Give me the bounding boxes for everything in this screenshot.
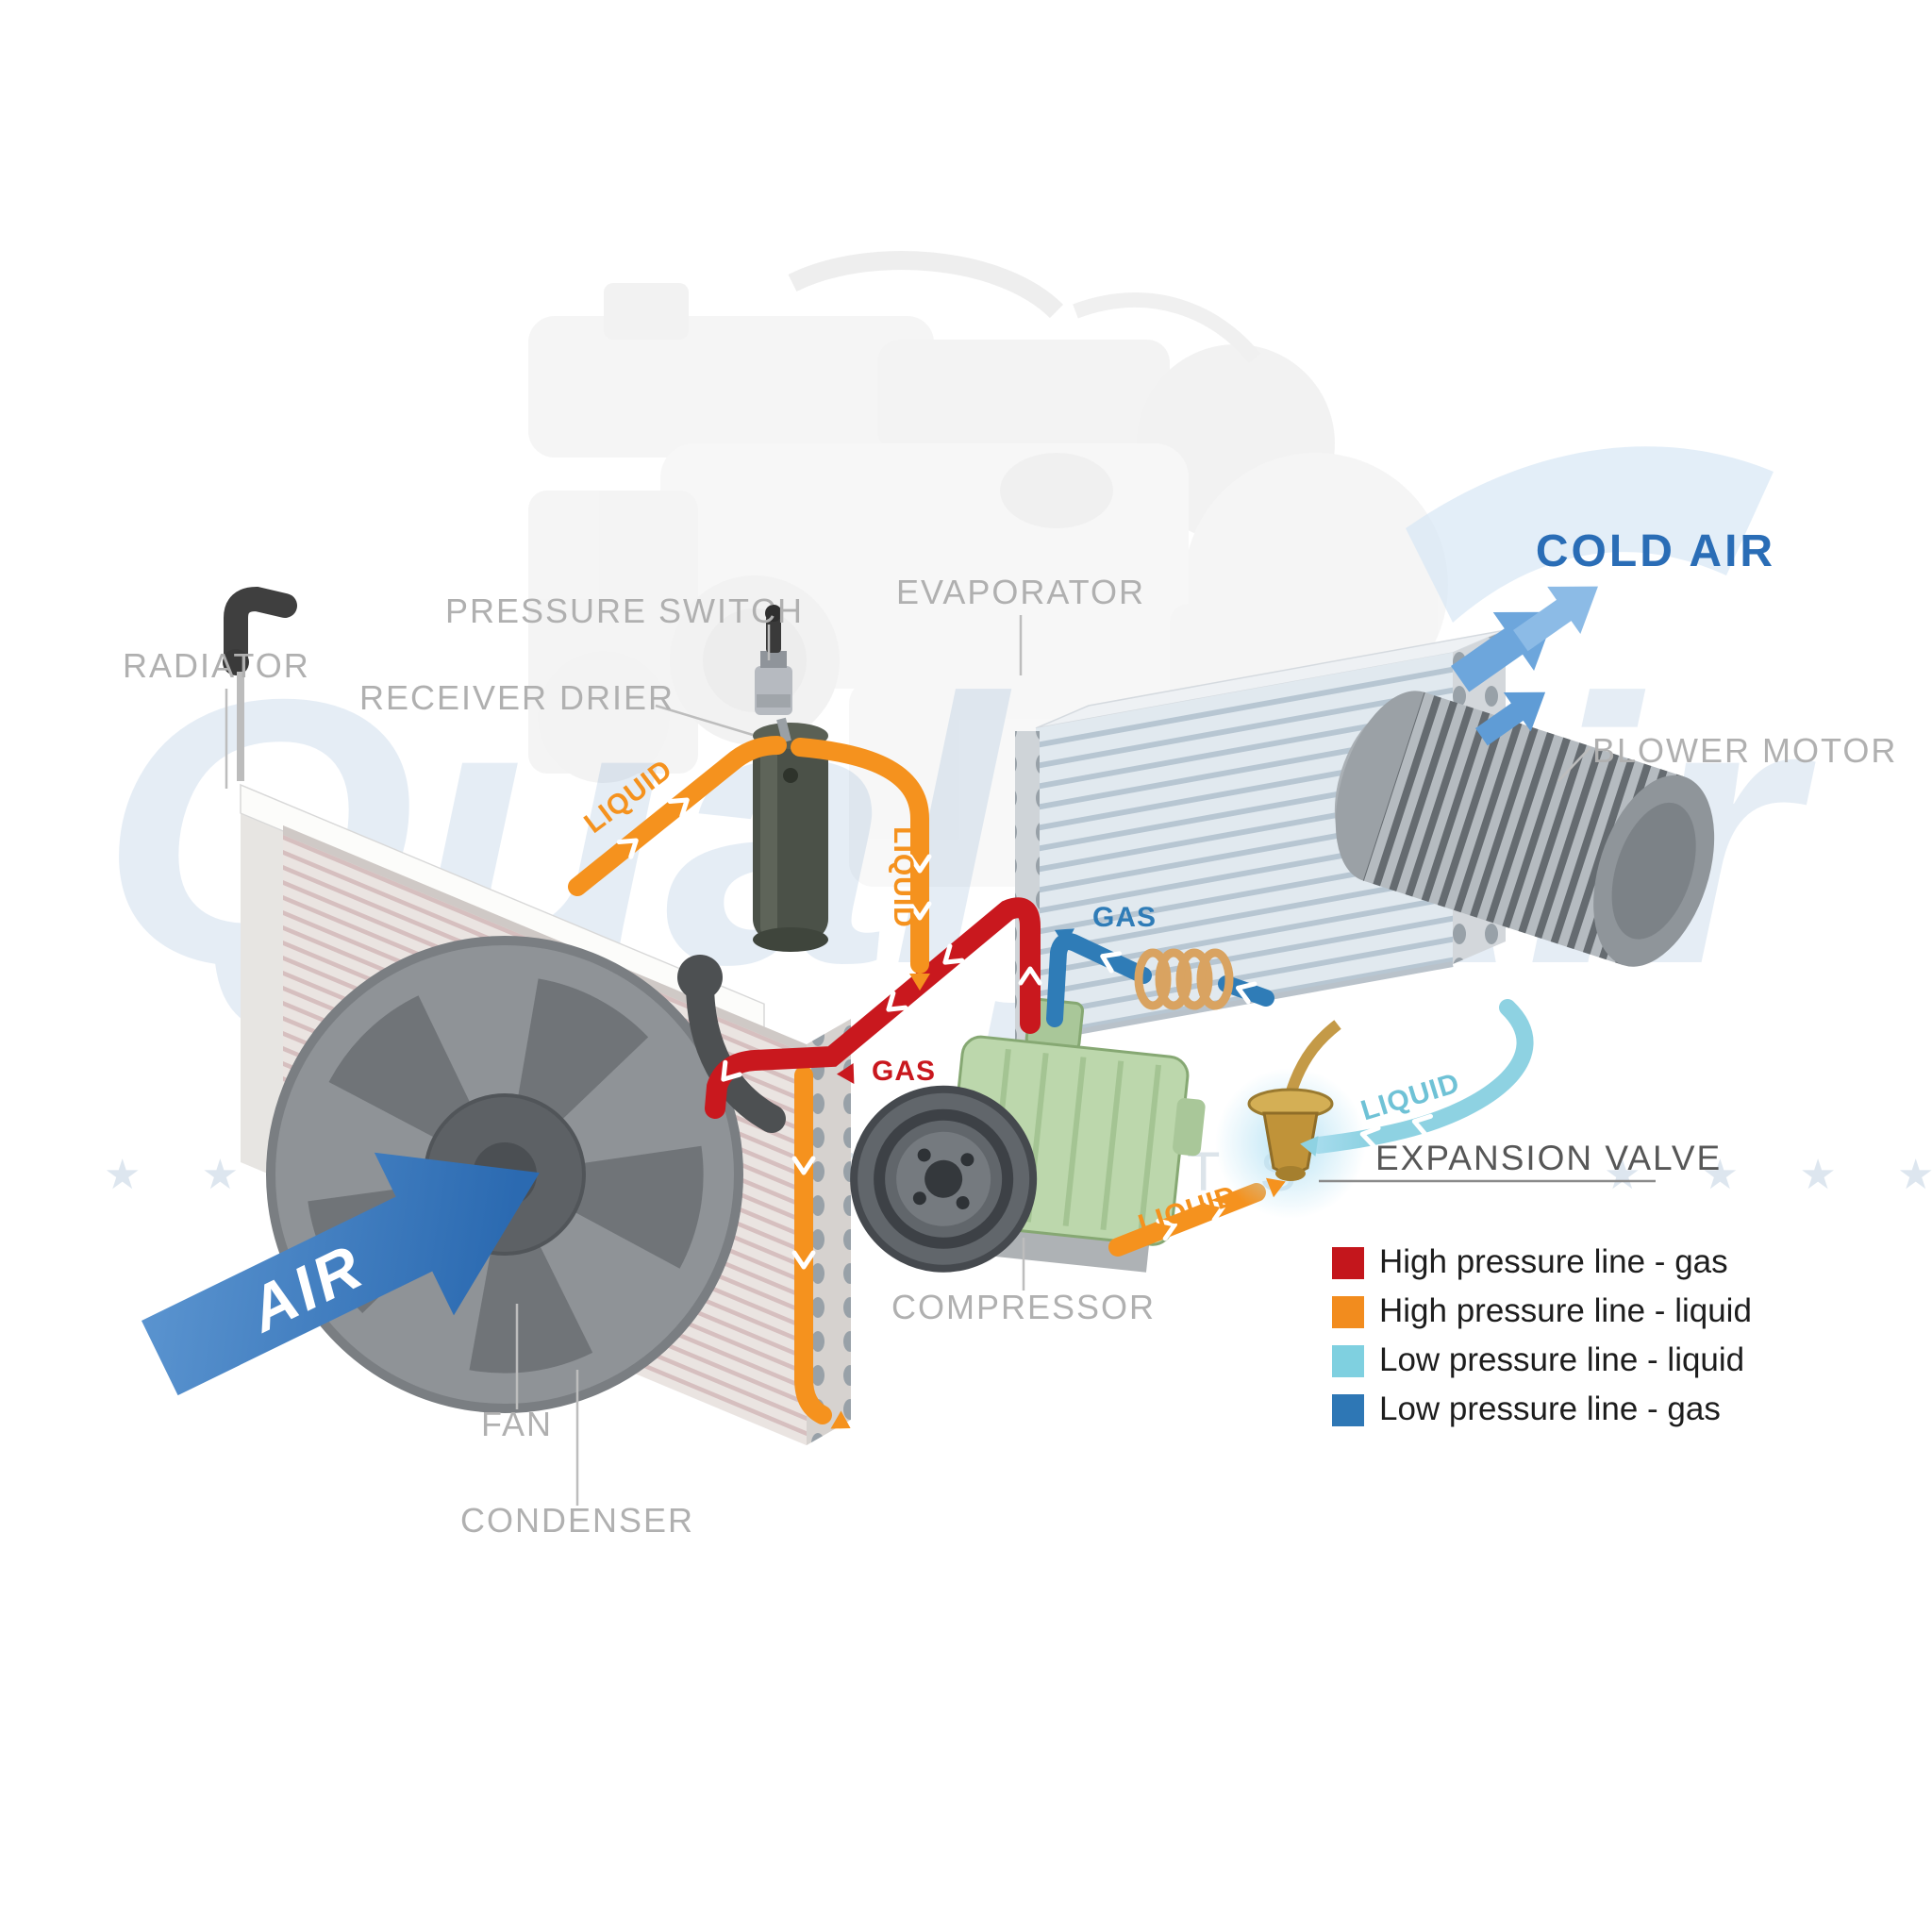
compressor <box>850 997 1206 1273</box>
expansion-valve-label: EXPANSION VALVE <box>1375 1139 1722 1177</box>
coil-loop <box>1155 948 1192 1010</box>
pipe-high-liquid-to-valve <box>1108 1183 1266 1257</box>
pressure-switch <box>755 605 792 715</box>
evaporator-bottom-edge <box>1035 961 1454 1042</box>
legend: High pressure line - gas High pressure l… <box>1332 1243 1752 1427</box>
engine-valve-cover <box>528 316 934 458</box>
legend-swatch-low-gas <box>1332 1394 1364 1426</box>
legend-swatch-high-gas <box>1332 1247 1364 1279</box>
cold-air-swoosh <box>1406 446 1774 623</box>
compressor-pulley-ring <box>874 1108 1014 1249</box>
blower-motor <box>1334 691 1715 967</box>
flow-label-gas-low: GAS <box>1092 902 1157 933</box>
legend-label-low-liquid: Low pressure line - liquid <box>1379 1341 1744 1378</box>
pipe-high-liquid-condenser <box>794 1066 832 1424</box>
leader-blower-motor <box>1557 746 1591 782</box>
compressor-bolt <box>956 1196 970 1210</box>
evaporator-label: EVAPORATOR <box>896 573 1145 611</box>
radiator-inlet-cap <box>223 649 249 675</box>
flow-label-gas-high: GAS <box>872 1056 936 1087</box>
legend-label-low-gas: Low pressure line - gas <box>1379 1391 1721 1427</box>
receiver-drier <box>753 717 828 952</box>
evaporator-core <box>1036 652 1453 1040</box>
drier-highlight <box>760 740 777 936</box>
suction-coil <box>1134 948 1234 1010</box>
engine-bracket-joint <box>677 955 723 1000</box>
leader-receiver-drier <box>655 704 754 737</box>
drier-sight-glass <box>783 768 798 783</box>
flow-label-liquid-down: LIQUID <box>888 826 919 928</box>
coil-loop <box>1196 948 1234 1010</box>
valve-pipe <box>1285 1020 1341 1096</box>
engine-hose <box>788 251 1064 319</box>
coil-loop <box>1134 948 1172 1010</box>
engine-cap <box>604 283 689 340</box>
radiator-label: RADIATOR <box>123 646 310 685</box>
watermark-stars-right: ★ ★ ★ ★ <box>1604 1152 1932 1198</box>
valve-tip <box>1275 1166 1306 1181</box>
radiator-inlet-pipe <box>224 586 297 673</box>
compressor-lug <box>1173 1098 1206 1157</box>
engine-intake <box>877 340 1170 453</box>
engine-detail <box>1000 453 1113 528</box>
fan-label: FAN <box>481 1405 553 1443</box>
cold-air-label: COLD AIR <box>1536 526 1775 576</box>
legend-label-high-liquid: High pressure line - liquid <box>1379 1292 1752 1329</box>
engine-hose-2 <box>1073 292 1261 364</box>
pipe-high-liquid-to-drier <box>568 736 787 896</box>
leader-lines <box>225 615 1656 1506</box>
compressor-bolt <box>917 1148 931 1162</box>
pipe-high-liquid-down <box>791 738 929 974</box>
drier-switch-pipe <box>776 717 791 743</box>
air-arrow-shape <box>142 1152 540 1396</box>
switch-tip-cap <box>765 605 782 622</box>
compressor-label: COMPRESSOR <box>891 1288 1156 1326</box>
expansion-valve <box>1215 1020 1366 1219</box>
coil-loop <box>1175 948 1213 1010</box>
pressure-switch-label: PRESSURE SWITCH <box>445 591 804 630</box>
legend-swatch-low-liquid <box>1332 1345 1364 1377</box>
compressor-bolt <box>912 1191 926 1206</box>
compressor-clutch-center <box>924 1159 963 1198</box>
switch-collar <box>760 651 787 668</box>
receiver-drier-label: RECEIVER DRIER <box>359 678 675 717</box>
condenser-label: CONDENSER <box>460 1501 694 1540</box>
engine-pulley-2 <box>538 651 670 783</box>
legend-swatch-high-liquid <box>1332 1296 1364 1328</box>
drier-bottom <box>753 927 828 952</box>
legend-label-high-gas: High pressure line - gas <box>1379 1243 1728 1280</box>
blower-cap-inner <box>1611 802 1696 940</box>
switch-body <box>755 666 792 715</box>
blower-motor-label: BLOWER MOTOR <box>1592 731 1897 770</box>
compressor-bolt <box>960 1153 974 1167</box>
switch-nut <box>757 694 791 708</box>
condenser-endplate-tubes <box>807 1019 851 1445</box>
